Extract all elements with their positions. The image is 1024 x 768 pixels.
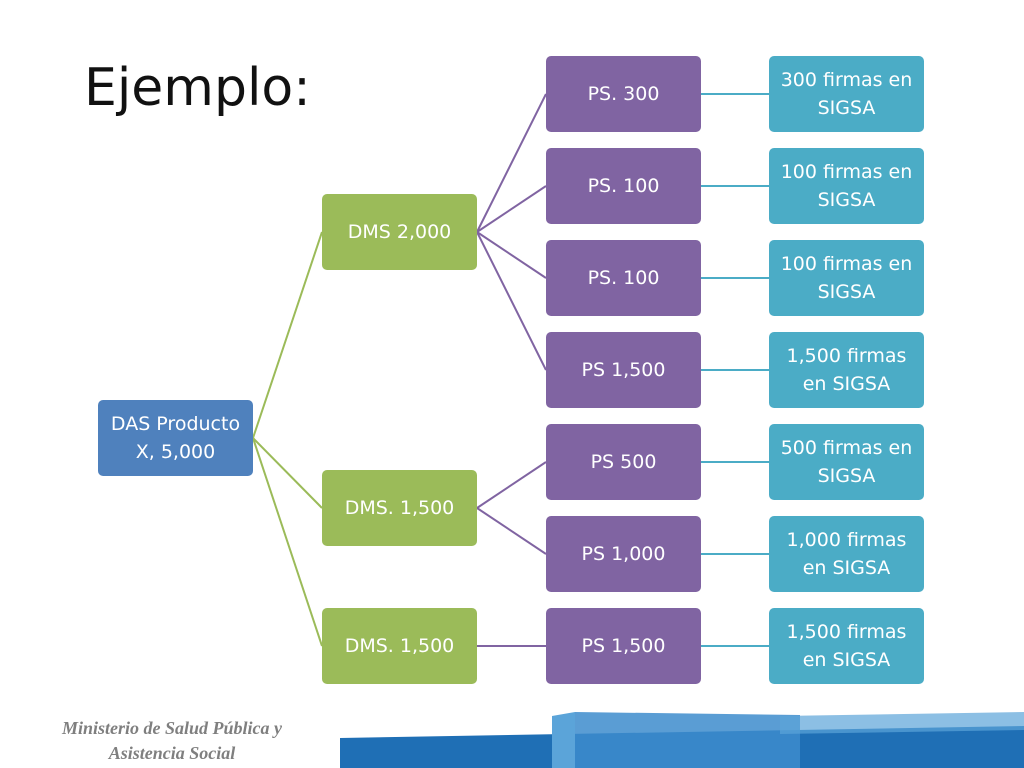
node-dms-3: DMS. 1,500 <box>322 608 477 684</box>
node-sigsa-7: 1,500 firmas en SIGSA <box>769 608 924 684</box>
node-ps-5: PS 500 <box>546 424 701 500</box>
node-sigsa-1: 300 firmas en SIGSA <box>769 56 924 132</box>
connector-dms-1-ps-2 <box>476 185 547 233</box>
connector-root-dms-3 <box>252 437 323 647</box>
connector-dms-2-ps-5 <box>476 461 547 509</box>
node-sigsa-5: 500 firmas en SIGSA <box>769 424 924 500</box>
node-sigsa-3: 100 firmas en SIGSA <box>769 240 924 316</box>
connector-dms-1-ps-3 <box>476 231 547 279</box>
node-ps-4: PS 1,500 <box>546 332 701 408</box>
node-ps-2: PS. 100 <box>546 148 701 224</box>
node-ps-3: PS. 100 <box>546 240 701 316</box>
connector-root-dms-1 <box>252 231 323 439</box>
node-dms-2: DMS. 1,500 <box>322 470 477 546</box>
ministry-name: Ministerio de Salud Pública y Asistencia… <box>20 716 324 766</box>
connector-dms-2-ps-6 <box>476 507 547 555</box>
node-sigsa-6: 1,000 firmas en SIGSA <box>769 516 924 592</box>
node-ps-6: PS 1,000 <box>546 516 701 592</box>
connector-dms-1-ps-1 <box>476 93 547 233</box>
connector-root-dms-2 <box>252 437 323 509</box>
connector-dms-1-ps-4 <box>476 231 547 371</box>
slide-title: Ejemplo: <box>84 58 311 118</box>
node-sigsa-2: 100 firmas en SIGSA <box>769 148 924 224</box>
node-dms-1: DMS 2,000 <box>322 194 477 270</box>
node-sigsa-4: 1,500 firmas en SIGSA <box>769 332 924 408</box>
ministry-line-1: Ministerio de Salud Pública y <box>61 718 283 738</box>
node-das-producto: DAS Producto X, 5,000 <box>98 400 253 476</box>
ministry-line-2: Asistencia Social <box>108 743 236 764</box>
node-ps-7: PS 1,500 <box>546 608 701 684</box>
node-ps-1: PS. 300 <box>546 56 701 132</box>
